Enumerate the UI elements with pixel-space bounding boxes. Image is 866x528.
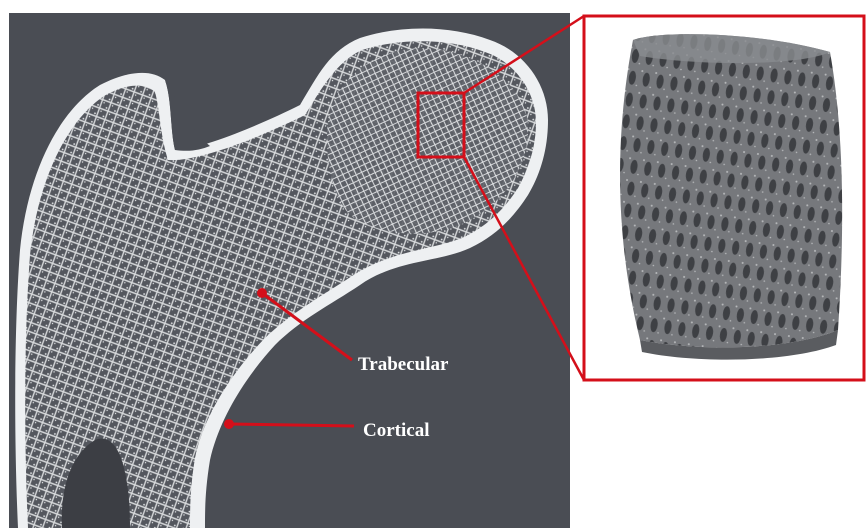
cortical-label: Cortical	[363, 421, 429, 440]
cortical-leader-line	[229, 424, 354, 426]
trabecular-sample-3d	[620, 34, 842, 360]
trabecular-label: Trabecular	[358, 355, 448, 374]
